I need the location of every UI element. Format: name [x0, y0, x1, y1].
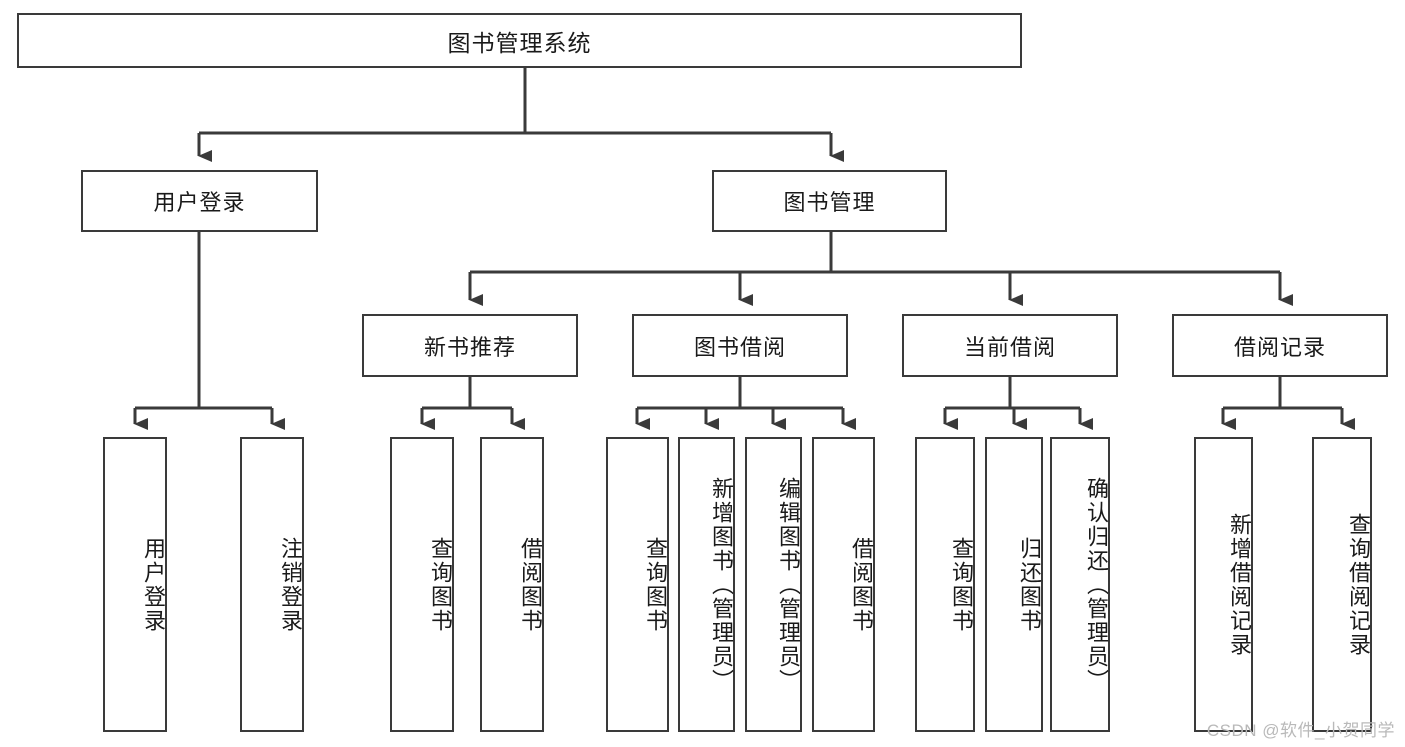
node-leaf-borrow-book-rec-label: 借阅图书 — [518, 536, 543, 633]
node-leaf-query-book-current-label: 查询图书 — [949, 536, 974, 633]
node-user-login-label: 用户登录 — [153, 190, 246, 215]
node-leaf-confirm-return-admin[interactable]: 确认归还（管理员） — [1050, 437, 1110, 732]
node-leaf-confirm-return-admin-label: 确认归还（管理员） — [1084, 476, 1109, 693]
node-book-borrow-label: 图书借阅 — [693, 334, 786, 360]
node-leaf-user-login[interactable]: 用户登录 — [103, 437, 167, 732]
node-root-label: 图书管理系统 — [447, 29, 592, 56]
csdn-watermark: CSDN @软件_小贺同学 — [1206, 721, 1395, 740]
node-leaf-query-borrow-record-label: 查询借阅记录 — [1346, 512, 1371, 657]
node-leaf-query-book-borrow[interactable]: 查询图书 — [606, 437, 669, 732]
node-leaf-edit-book-admin-label: 编辑图书（管理员） — [776, 476, 801, 693]
node-leaf-user-logout-label: 注销登录 — [278, 536, 303, 633]
node-book-manage-label: 图书管理 — [783, 190, 876, 215]
node-current-borrow-label: 当前借阅 — [963, 334, 1056, 360]
node-leaf-return-book[interactable]: 归还图书 — [985, 437, 1043, 732]
node-new-book-rec-label: 新书推荐 — [423, 334, 516, 360]
node-leaf-query-book-rec[interactable]: 查询图书 — [390, 437, 454, 732]
node-leaf-add-borrow-record-label: 新增借阅记录 — [1227, 512, 1252, 657]
node-book-manage[interactable]: 图书管理 — [712, 170, 947, 232]
node-leaf-borrow-book[interactable]: 借阅图书 — [812, 437, 875, 732]
node-borrow-record[interactable]: 借阅记录 — [1172, 314, 1388, 377]
node-leaf-add-borrow-record[interactable]: 新增借阅记录 — [1194, 437, 1253, 732]
node-root[interactable]: 图书管理系统 — [17, 13, 1022, 68]
node-leaf-user-login-label: 用户登录 — [141, 536, 166, 633]
node-leaf-borrow-book-rec[interactable]: 借阅图书 — [480, 437, 544, 732]
node-leaf-add-book-admin-label: 新增图书（管理员） — [709, 476, 734, 693]
node-leaf-query-book-rec-label: 查询图书 — [428, 536, 453, 633]
node-leaf-query-book-borrow-label: 查询图书 — [643, 536, 668, 633]
node-leaf-edit-book-admin[interactable]: 编辑图书（管理员） — [745, 437, 802, 732]
node-book-borrow[interactable]: 图书借阅 — [632, 314, 848, 377]
node-leaf-query-book-current[interactable]: 查询图书 — [915, 437, 975, 732]
node-leaf-return-book-label: 归还图书 — [1017, 536, 1042, 633]
node-current-borrow[interactable]: 当前借阅 — [902, 314, 1118, 377]
node-leaf-add-book-admin[interactable]: 新增图书（管理员） — [678, 437, 735, 732]
node-leaf-query-borrow-record[interactable]: 查询借阅记录 — [1312, 437, 1372, 732]
node-borrow-record-label: 借阅记录 — [1233, 334, 1326, 360]
node-user-login[interactable]: 用户登录 — [81, 170, 318, 232]
node-leaf-borrow-book-label: 借阅图书 — [849, 536, 874, 633]
node-new-book-rec[interactable]: 新书推荐 — [362, 314, 578, 377]
node-leaf-user-logout[interactable]: 注销登录 — [240, 437, 304, 732]
